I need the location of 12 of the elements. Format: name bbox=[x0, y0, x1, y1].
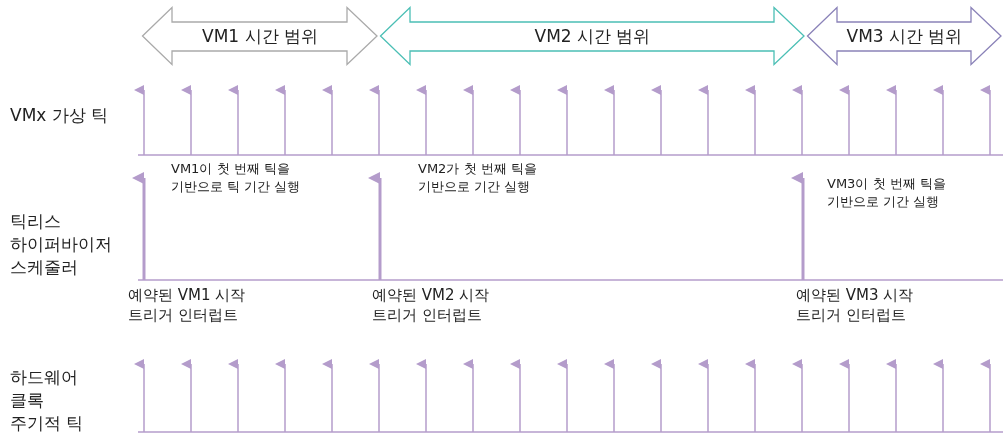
annotation-text: VM1이 첫 번째 틱을 기반으로 틱 기간 실행 bbox=[171, 160, 302, 196]
annotation-text: VM3이 첫 번째 틱을 기반으로 기간 실행 bbox=[827, 175, 947, 211]
row-label: 틱리스 하이퍼바이저 스케줄러 bbox=[10, 210, 113, 279]
time-range-label: VM2 시간 범위 bbox=[533, 24, 652, 48]
row-label: VMx 가상 틱 bbox=[10, 104, 110, 127]
interrupt-label: 예약된 VM2 시작 트리거 인터럽트 bbox=[372, 285, 491, 326]
time-range-label: VM1 시간 범위 bbox=[201, 24, 319, 48]
annotation-text: VM2가 첫 번째 틱을 기반으로 기간 실행 bbox=[418, 160, 538, 196]
time-range-label: VM3 시간 범위 bbox=[845, 24, 964, 48]
interrupt-label: 예약된 VM3 시작 트리거 인터럽트 bbox=[796, 285, 915, 326]
row-label: 하드웨어 클록 주기적 틱 bbox=[10, 366, 85, 435]
interrupt-label: 예약된 VM1 시작 트리거 인터럽트 bbox=[128, 285, 247, 326]
